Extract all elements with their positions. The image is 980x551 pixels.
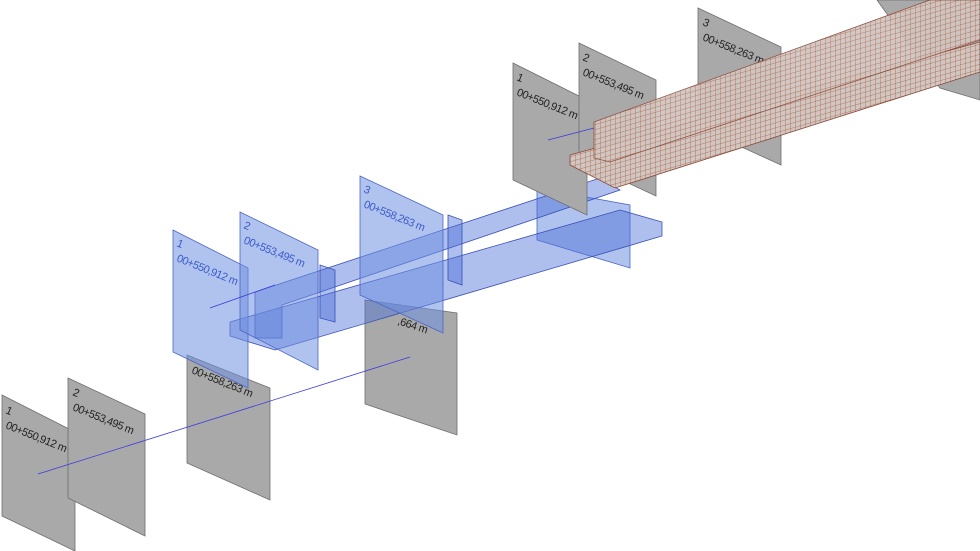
section-index: 3 xyxy=(362,184,372,197)
section-plane-1[interactable] xyxy=(512,62,588,216)
middle-section-group: 1 00+550,912 m 2 00+553,495 m 3 00+558,2… xyxy=(172,175,663,389)
section-plane-1[interactable] xyxy=(172,229,249,389)
section-plane-4-preview xyxy=(536,187,631,269)
beam-stiffener xyxy=(319,264,336,323)
beam-stiffener xyxy=(447,214,463,286)
upper-section-group: 1 00+550,912 m 2 00+553,495 m 3 00+558,2… xyxy=(512,0,980,216)
section-index: 2 xyxy=(71,387,81,400)
alignment-line xyxy=(547,127,595,141)
alignment-line xyxy=(37,356,411,475)
lower-section-group: 1 00+550,912 m 2 00+553,495 m 00+558,263… xyxy=(1,299,458,551)
section-index: 2 xyxy=(242,220,252,233)
section-plane-1[interactable] xyxy=(1,394,76,551)
section-plane-3[interactable] xyxy=(359,175,444,334)
section-plane-2[interactable] xyxy=(67,377,146,537)
section-index: 3 xyxy=(701,17,711,30)
section-index: 1 xyxy=(4,405,14,418)
alignment-line xyxy=(209,284,276,309)
rebar-wall[interactable] xyxy=(593,0,980,163)
section-index: 2 xyxy=(581,52,591,65)
section-index: 1 xyxy=(515,72,525,85)
section-index: 1 xyxy=(175,238,185,251)
section-plane-2[interactable] xyxy=(239,211,319,371)
